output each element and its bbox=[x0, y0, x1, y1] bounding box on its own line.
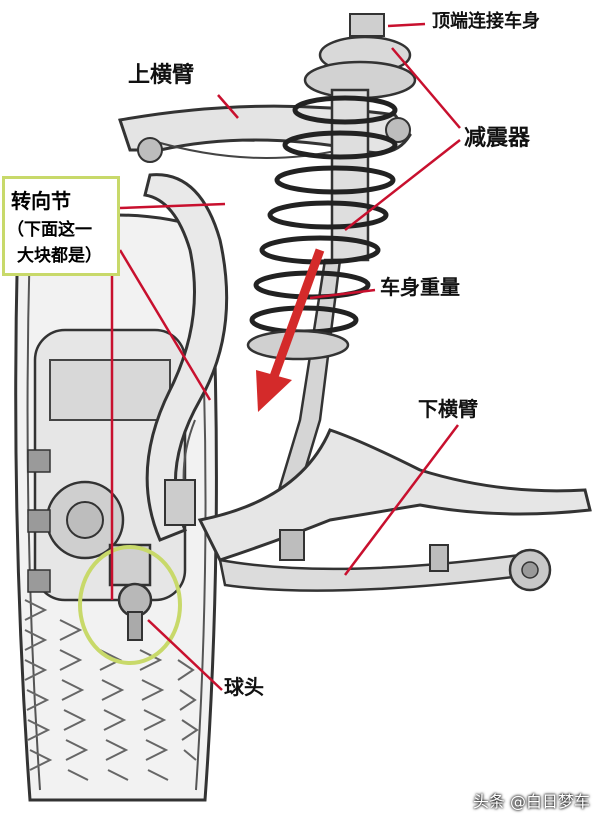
label-top-mount: 顶端连接车身 bbox=[432, 11, 540, 32]
label-upper-arm: 上横臂 bbox=[128, 63, 195, 88]
coil-over-shock bbox=[246, 13, 417, 522]
wheel-hub bbox=[27, 328, 187, 602]
upper-arm-pointer bbox=[217, 94, 239, 119]
watermark: 头条 @白日梦车 bbox=[472, 792, 590, 811]
lower-control-arm bbox=[197, 428, 592, 592]
label-body-weight: 车身重量 bbox=[380, 275, 460, 299]
body-weight-pointer bbox=[309, 288, 376, 300]
knuckle-label-box: 转向节 （下面这一 大块都是） bbox=[2, 176, 120, 276]
body-weight-arrow bbox=[256, 248, 325, 412]
lower-arm-pointer bbox=[344, 424, 459, 576]
label-knuckle-title: 转向节 bbox=[11, 189, 71, 213]
ball-joint bbox=[108, 543, 153, 641]
label-ball-joint: 球头 bbox=[224, 675, 264, 699]
knuckle-pointer-top bbox=[119, 202, 226, 210]
label-shock-absorber: 减震器 bbox=[464, 126, 531, 151]
ball-joint-highlight bbox=[78, 545, 182, 665]
top-mount-pointer bbox=[387, 22, 426, 28]
ball-joint-pointer bbox=[147, 619, 223, 691]
pointer-lines bbox=[110, 22, 461, 691]
shock-pointer-1 bbox=[391, 47, 461, 129]
label-knuckle-note-2: 大块都是） bbox=[17, 246, 102, 266]
label-knuckle-note-1: （下面这一 bbox=[7, 220, 92, 240]
label-lower-arm: 下横臂 bbox=[418, 397, 478, 421]
shock-pointer-2 bbox=[344, 139, 461, 231]
knuckle-pointer-diag bbox=[118, 249, 212, 401]
